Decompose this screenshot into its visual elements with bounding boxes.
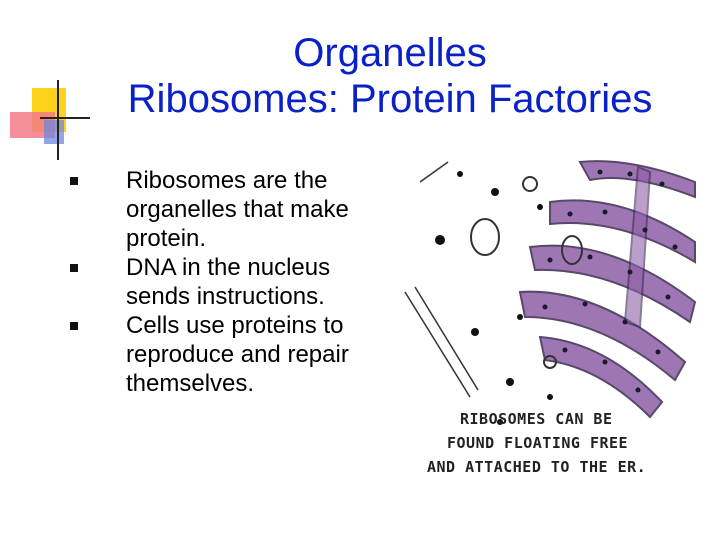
square-bullet-icon [70,322,78,330]
slide-decoration [0,0,120,170]
free-ribosome-dots [435,171,553,425]
figure-caption-line-2: FOUND FLOATING FREE [447,434,628,452]
bullet-text: Ribosomes are the organelles that make p… [126,167,349,252]
ribbon-er-icon [404,161,479,398]
figure-caption-line-1: RIBOSOMES CAN BE [460,410,613,428]
bullet-text: Cells use proteins to reproduce and repa… [126,312,349,397]
figure-caption-line-3: AND ATTACHED TO THE ER. [427,458,646,476]
title-line-1: Organelles [293,31,487,75]
rough-er-icon [518,160,697,419]
square-bullet-icon [70,177,78,185]
bullet-item: DNA in the nucleus sends instructions. [60,253,400,311]
bullet-item: Ribosomes are the organelles that make p… [60,166,400,253]
ribosome-illustration: RIBOSOMES CAN BE FOUND FLOATING FREE AND… [400,152,700,482]
bullet-list: Ribosomes are the organelles that make p… [60,166,400,398]
bullet-item: Cells use proteins to reproduce and repa… [60,311,400,398]
ribosome-er-drawing: RIBOSOMES CAN BE FOUND FLOATING FREE AND… [404,160,697,476]
square-bullet-icon [70,264,78,272]
vesicle-icons [470,176,583,369]
slide-title: Organelles Ribosomes: Protein Factories [90,30,690,122]
bullet-text: DNA in the nucleus sends instructions. [126,254,331,310]
title-line-2: Ribosomes: Protein Factories [127,77,653,121]
attached-ribosome-dots [542,169,678,393]
corner-accent-graphic [10,80,90,160]
